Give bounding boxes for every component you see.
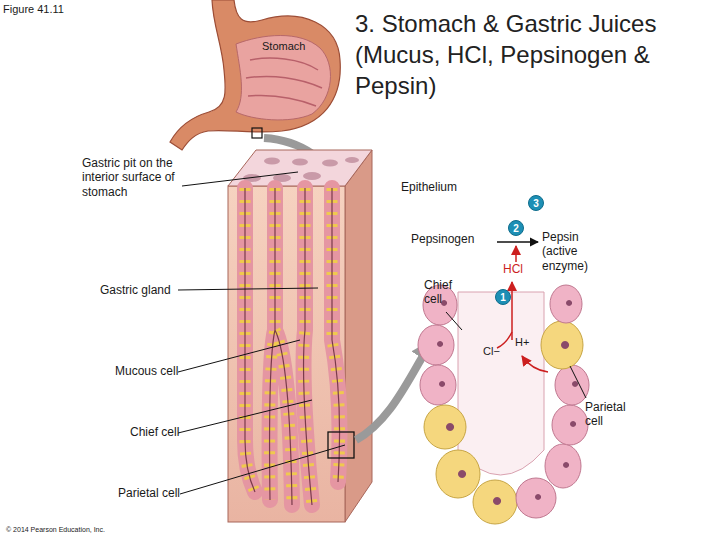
callout-text: 1 [500,292,506,303]
tissue-side [345,150,372,522]
callout-number: 3 [528,195,544,211]
gland-lumen [245,188,340,505]
parietal-cell [436,450,480,498]
part-label: Chief cell [130,425,230,439]
figure-title: 3. Stomach & Gastric Juices (Mucus, HCl,… [355,8,720,101]
gastric-pit [303,172,321,180]
part-label: Chief cell [424,278,460,307]
chief-cell [420,365,456,405]
copyright-note: © 2014 Pearson Education, Inc. [6,526,226,534]
figure-number: Figure 41.11 [3,3,113,16]
leader-line [446,312,586,398]
ion-label: Cl− [483,345,513,358]
callout-number: 1 [495,289,511,305]
gastric-pit [264,158,280,165]
callout-number: 2 [508,220,524,236]
callout-text: 3 [533,198,539,209]
part-label: Parietal cell [118,486,218,500]
callout-text: 2 [513,223,519,234]
stomach-organ [170,0,340,150]
zoom-arrow [356,348,428,440]
leader-line [178,172,345,494]
gastric-gland [245,188,340,505]
part-label: Parietal cell [585,400,639,429]
activation-arrow [497,241,538,242]
zoom-box [328,432,354,458]
parietal-cell [424,405,466,449]
molecule-label: HCl [503,262,543,276]
part-label: Gastric pit on the interior surface of s… [82,156,180,199]
organ-label: Stomach [262,40,322,53]
gastric-pit [322,160,338,167]
chief-cell [545,444,581,488]
gastric-folds [246,58,322,106]
part-label: Epithelium [401,180,491,194]
epithelium-surface [228,150,372,186]
gastric-pit [345,157,359,163]
molecule-label: Pepsin (active enzyme) [542,230,600,273]
chief-cell [552,405,588,445]
ion-label: H+ [515,336,545,349]
zoom-box [252,128,262,138]
gland-lumen [458,292,544,475]
secretion-arrow [522,356,548,372]
stomach-lining [236,36,330,120]
hcl-arrow [515,246,517,262]
chief-cell [418,325,454,365]
molecule-label: Pepsinogen [411,232,501,246]
ion-arrow [511,282,513,340]
gastric-pit [292,159,308,166]
cell-nucleus [437,300,578,505]
chief-cell [550,285,582,323]
part-label: Mucous cell [115,364,215,378]
part-label: Gastric gland [100,283,210,297]
gland-cells [245,188,340,505]
